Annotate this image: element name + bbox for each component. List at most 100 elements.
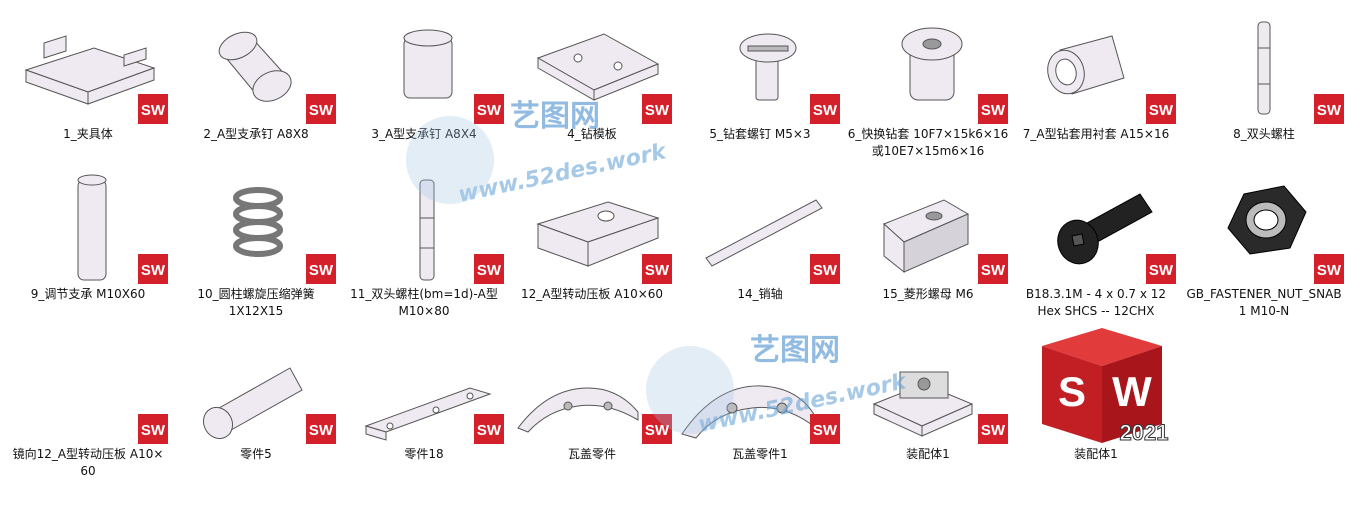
file-item[interactable]: SW 2_A型支承钉 A8X8 [172, 8, 340, 168]
svg-text:SW: SW [477, 102, 502, 119]
file-item[interactable]: SW 6_快换钻套 10F7×15k6×16 或10E7×15m6×16 [844, 8, 1012, 168]
file-label: 瓦盖零件 [567, 447, 616, 461]
assembly-icon [844, 328, 1012, 443]
file-label: 12_A型转动压板 A10×60 [520, 287, 664, 301]
svg-text:SW: SW [1149, 262, 1174, 279]
solidworks-badge-icon: SW [810, 94, 840, 124]
svg-text:SW: SW [309, 262, 334, 279]
svg-text:SW: SW [813, 262, 838, 279]
diamond-nut-icon [844, 168, 1012, 283]
sleeve-icon [1012, 8, 1180, 123]
file-label: 瓦盖零件1 [732, 447, 788, 461]
file-item[interactable]: SW 15_菱形螺母 M6 [844, 168, 1012, 328]
svg-text:SW: SW [1317, 102, 1342, 119]
solidworks-badge-icon: SW [138, 94, 168, 124]
file-label: 镜向12_A型转动压板 A10× 60 [12, 447, 164, 478]
file-item[interactable]: S W 2021 装配体1 [1012, 328, 1180, 488]
file-label: 5_钻套螺钉 M5×3 [709, 127, 811, 141]
solidworks-badge-icon: SW [1314, 254, 1344, 284]
long-stud-icon [340, 168, 508, 283]
file-item[interactable]: SW 装配体1 [844, 328, 1012, 488]
svg-text:SW: SW [309, 102, 334, 119]
svg-text:SW: SW [981, 422, 1006, 439]
svg-text:SW: SW [141, 262, 166, 279]
file-item[interactable]: SW 9_调节支承 M10X60 [4, 168, 172, 328]
file-label: 11_双头螺柱(bm=1d)-A型 M10×80 [350, 287, 498, 318]
file-item[interactable]: SW 5_钻套螺钉 M5×3 [676, 8, 844, 168]
file-item[interactable]: SW 3_A型支承钉 A8X4 [340, 8, 508, 168]
svg-text:SW: SW [1149, 102, 1174, 119]
solidworks-badge-icon: SW [642, 254, 672, 284]
file-item[interactable]: SW 8_双头螺柱 [1180, 8, 1348, 168]
solidworks-badge-icon: SW [642, 414, 672, 444]
drill-plate-icon [508, 8, 676, 123]
hex-nut-icon [1180, 168, 1348, 283]
file-grid: SW 1_夹具体 SW 2_A型支承钉 A8X8 SW 3_A型支承钉 A8X4 [4, 8, 1353, 488]
file-item[interactable]: SW 镜向12_A型转动压板 A10× 60 [4, 328, 172, 488]
svg-text:SW: SW [645, 262, 670, 279]
solidworks-badge-icon: SW [1314, 94, 1344, 124]
file-label: B18.3.1M - 4 x 0.7 x 12 Hex SHCS -- 12CH… [1025, 287, 1167, 318]
pin-shaft-icon [676, 168, 844, 283]
file-item[interactable]: SW 10_圆柱螺旋压缩弹簧 1X12X15 [172, 168, 340, 328]
file-label: 1_夹具体 [63, 127, 113, 141]
svg-text:SW: SW [477, 422, 502, 439]
svg-text:SW: SW [981, 262, 1006, 279]
file-label: 装配体1 [906, 447, 950, 461]
file-item[interactable]: SW 瓦盖零件 [508, 328, 676, 488]
fixture-body-part-icon [4, 8, 172, 123]
file-label: 3_A型支承钉 A8X4 [371, 127, 477, 141]
support-pin-icon [172, 8, 340, 123]
file-label: GB_FASTENER_NUT_SNAB 1 M10-N [1186, 287, 1342, 318]
solidworks-badge-icon: SW [978, 254, 1008, 284]
file-item[interactable]: SW 11_双头螺柱(bm=1d)-A型 M10×80 [340, 168, 508, 328]
file-label: 10_圆柱螺旋压缩弹簧 1X12X15 [197, 287, 315, 318]
file-item[interactable]: SW 1_夹具体 [4, 8, 172, 168]
file-item[interactable]: SW 零件18 [340, 328, 508, 488]
file-item[interactable]: SW 12_A型转动压板 A10×60 [508, 168, 676, 328]
svg-text:SW: SW [813, 102, 838, 119]
file-label: 15_菱形螺母 M6 [882, 287, 974, 301]
svg-text:SW: SW [141, 102, 166, 119]
adjust-support-icon [4, 168, 172, 283]
bearing-cap-icon [508, 328, 676, 443]
svg-text:SW: SW [645, 422, 670, 439]
file-label: 7_A型钻套用衬套 A15×16 [1022, 127, 1170, 141]
solidworks-badge-icon: SW [306, 254, 336, 284]
file-label: 9_调节支承 M10X60 [30, 287, 146, 301]
svg-text:SW: SW [981, 102, 1006, 119]
solidworks-badge-icon: SW [306, 94, 336, 124]
file-label: 2_A型支承钉 A8X8 [203, 127, 309, 141]
solidworks-badge-icon: SW [978, 414, 1008, 444]
file-label: 零件5 [240, 447, 272, 461]
solidworks-badge-icon: SW [474, 414, 504, 444]
solidworks-badge-icon: SW [474, 94, 504, 124]
bushing-icon [844, 8, 1012, 123]
file-item[interactable]: SW 瓦盖零件1 [676, 328, 844, 488]
file-item[interactable]: SW 7_A型钻套用衬套 A15×16 [1012, 8, 1180, 168]
solidworks-badge-icon: SW [306, 414, 336, 444]
spring-icon [172, 168, 340, 283]
svg-text:2021: 2021 [1120, 420, 1169, 443]
file-label: 6_快换钻套 10F7×15k6×16 或10E7×15m6×16 [847, 127, 1009, 158]
cylinder-icon [172, 328, 340, 443]
solidworks-badge-icon: SW [474, 254, 504, 284]
file-item[interactable]: SW B18.3.1M - 4 x 0.7 x 12 Hex SHCS -- 1… [1012, 168, 1180, 328]
solidworks-badge-icon: SW [978, 94, 1008, 124]
svg-text:SW: SW [477, 262, 502, 279]
file-item[interactable]: SW 14_销轴 [676, 168, 844, 328]
file-item[interactable]: SW 4_钻模板 [508, 8, 676, 168]
svg-text:SW: SW [645, 102, 670, 119]
solidworks-badge-icon: SW [810, 254, 840, 284]
file-label: 装配体1 [1074, 447, 1118, 461]
screw-icon [676, 8, 844, 123]
solidworks-badge-icon: SW [138, 414, 168, 444]
file-label: 零件18 [404, 447, 444, 461]
svg-text:W: W [1112, 368, 1152, 415]
file-item[interactable]: SW 零件5 [172, 328, 340, 488]
file-label: 4_钻模板 [567, 127, 617, 141]
stud-icon [1180, 8, 1348, 123]
svg-text:S: S [1058, 368, 1086, 415]
solidworks-2021-icon: S W 2021 [1012, 328, 1180, 446]
file-item[interactable]: SW GB_FASTENER_NUT_SNAB 1 M10-N [1180, 168, 1348, 328]
